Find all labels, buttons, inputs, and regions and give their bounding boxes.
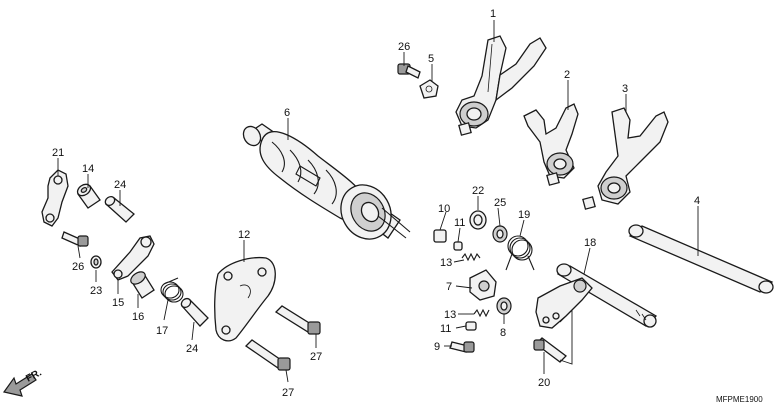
callout-11-lower: 11 [440,323,451,335]
callout-3: 3 [622,83,628,95]
shift-fork-1 [455,35,547,136]
callout-12: 12 [238,229,250,241]
spindle-18 [535,263,658,329]
callout-6: 6 [284,107,290,119]
bolt-27-lower [244,339,291,371]
shift-fork-2 [523,103,579,186]
stopper-5 [419,79,439,99]
callout-27-lower: 27 [282,387,294,399]
plate-12 [214,256,276,342]
spring-13-upper [461,252,481,262]
callout-24-upper: 24 [114,179,126,191]
callout-17: 17 [156,325,168,337]
callout-18: 18 [584,237,596,249]
callouts: 1 2 3 4 5 6 7 8 9 10 11 11 12 13 13 14 1… [52,8,700,399]
pin-24-upper [104,195,135,223]
pin-11-upper [453,241,463,251]
callout-7: 7 [446,281,452,293]
callout-1: 1 [490,8,496,20]
shift-fork-3 [582,107,669,210]
callout-2: 2 [564,69,570,81]
callout-13-lower: 13 [444,309,456,321]
callout-9: 9 [434,341,440,353]
callout-24-lower: 24 [186,343,198,355]
pin-11-lower [465,321,477,331]
bolt-27-upper [274,305,321,335]
front-label: FR. [24,367,44,384]
washer-23 [90,255,102,269]
callout-11-upper: 11 [454,217,465,229]
collar-14 [76,183,101,209]
spring-19 [505,235,535,271]
callout-8: 8 [500,327,506,339]
bolt-9 [449,341,475,353]
callout-21: 21 [52,147,64,159]
callout-20: 20 [538,377,550,389]
arm-21 [41,169,69,227]
callout-25: 25 [494,197,506,209]
washer-22 [469,210,487,230]
bushing-8 [496,297,512,315]
spring-17 [160,277,184,303]
callout-26-lower: 26 [72,261,84,273]
callout-13-upper: 13 [440,257,452,269]
callout-15: 15 [112,297,124,309]
bolt-26-lower [61,231,89,247]
shift-drum-6 [242,123,411,240]
collar-16 [130,271,155,299]
spring-13-lower [473,308,490,318]
callout-4: 4 [694,195,700,207]
callout-26-top: 26 [398,41,410,53]
front-arrow-icon [2,373,37,397]
callout-22: 22 [472,185,484,197]
callout-27-upper: 27 [310,351,322,363]
callout-16: 16 [132,311,144,323]
callout-5: 5 [428,53,434,65]
cap-10 [433,229,447,243]
drawing-code: MFPME1900 [716,395,763,404]
leader-lines [57,20,699,383]
fork-shaft-4 [628,224,774,294]
collar-25 [492,225,508,243]
callout-10: 10 [438,203,450,215]
callout-14: 14 [82,163,94,175]
callout-23: 23 [90,285,102,297]
bolt-26-top [397,63,421,79]
callout-19: 19 [518,209,530,221]
stopper-arm-15 [111,235,155,281]
front-direction-indicator: FR. [2,367,44,397]
pin-20 [533,337,567,363]
detent-7 [469,269,497,301]
pin-24-lower [180,297,209,327]
